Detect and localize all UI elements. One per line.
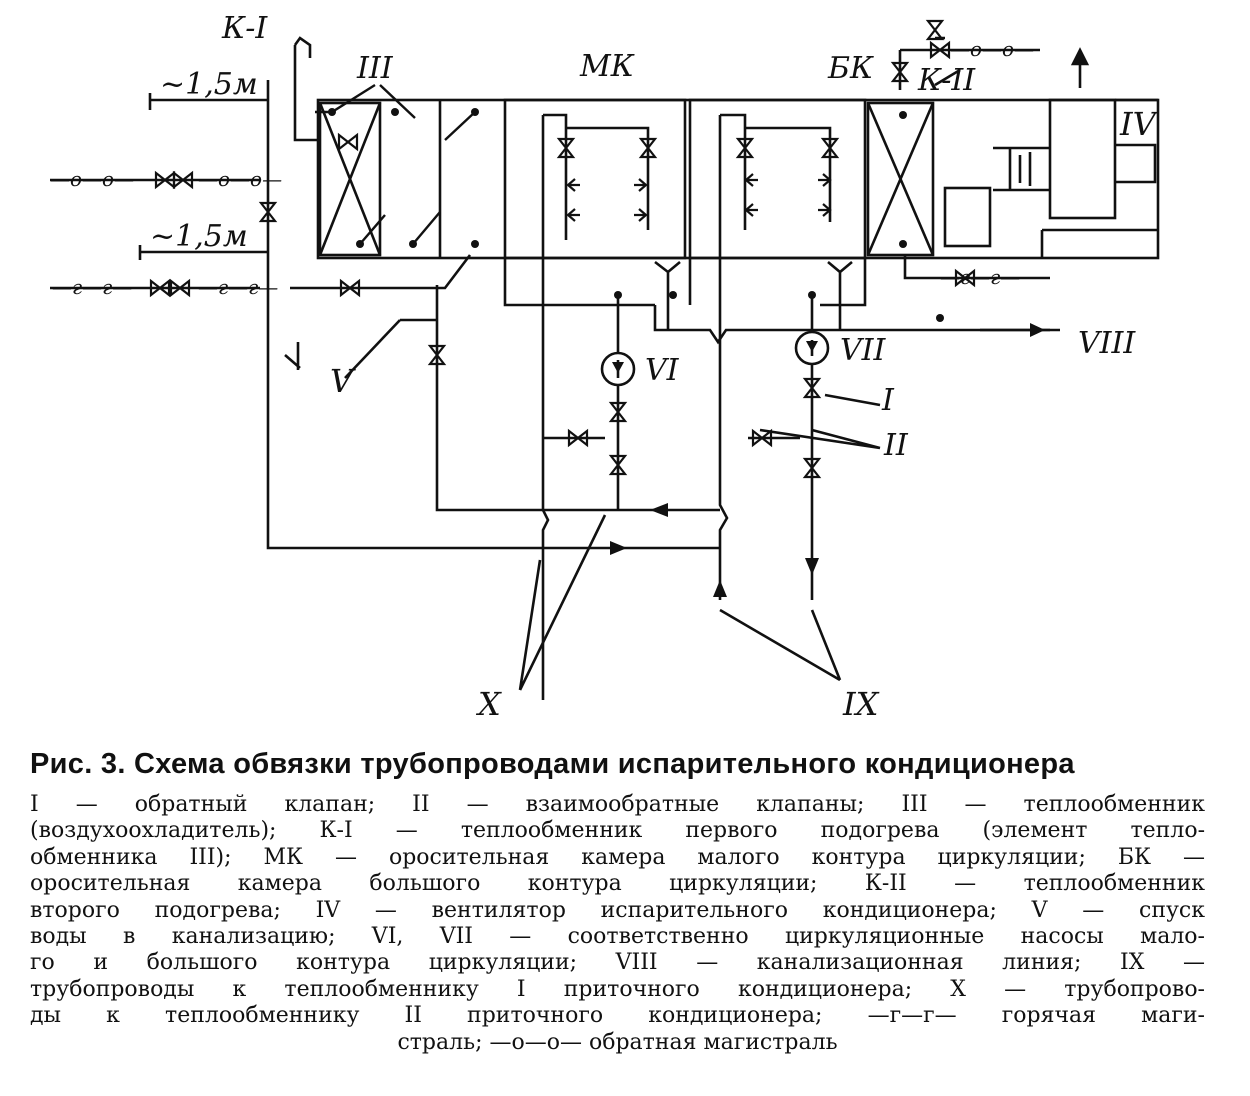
label-i: I	[881, 383, 895, 418]
caption-line: обменника III); МК — оросительная камера…	[30, 844, 1205, 870]
label-k2: К-II	[917, 63, 976, 98]
label-v: V	[330, 362, 356, 400]
return-line-label: —о—о—	[50, 167, 134, 191]
fan-iv	[993, 47, 1158, 258]
label-x: X	[475, 685, 502, 723]
filter-box	[943, 186, 992, 248]
label-mk: МК	[579, 49, 635, 84]
caption-line: оросительная камера большого контура цир…	[30, 871, 1205, 897]
chamber-mk	[503, 98, 687, 260]
caption-line: второго подогрева; IV — вентилятор испар…	[30, 897, 1205, 923]
label-ix: IX	[842, 685, 880, 723]
figure-caption-body: I — обратный клапан; II — взаимообратные…	[30, 792, 1205, 1056]
hot-line-label-3: —г—г—	[940, 265, 1020, 289]
label-k1: К-I	[221, 11, 268, 46]
pump-vi	[600, 351, 636, 387]
label-vi: VI	[645, 353, 680, 388]
piping-schematic: —о—о— —о—о— —г—г— —г—г— —о—о— —г—г— К-I …	[50, 11, 1160, 723]
hot-line-label-2: —г—г—	[198, 275, 278, 299]
hot-line-label: —г—г—	[52, 275, 132, 299]
figure-caption-title: Рис. 3. Схема обвязки трубопроводами исп…	[30, 748, 1075, 780]
caption-line: (воздухоохладитель); К-I — теплообменник…	[30, 818, 1205, 844]
caption-line: I — обратный клапан; II — взаимообратные…	[30, 792, 1205, 817]
pump-vii	[794, 330, 830, 366]
label-dist-bottom: ~1,5м	[150, 219, 248, 254]
label-viii: VIII	[1078, 326, 1136, 361]
label-bk: БК	[827, 51, 874, 86]
conditioner-housing	[316, 98, 1160, 260]
label-ii: II	[883, 428, 909, 463]
label-iv: IV	[1119, 105, 1159, 143]
caption-line: го и большого контура циркуляции; VIII —…	[30, 950, 1205, 976]
caption-line: воды в канализацию; VI, VII — соответств…	[30, 924, 1205, 950]
caption-line: трубопроводы к теплообменнику I приточно…	[30, 976, 1205, 1002]
label-dist-top: ~1,5м	[160, 67, 258, 102]
return-line-label-3: —о—о—	[950, 37, 1034, 61]
return-line-label-2: —о—о—	[198, 167, 282, 191]
caption-line: страль; —о—о— обратная магистраль	[397, 1029, 838, 1055]
label-iii: III	[356, 51, 394, 86]
heat-exchanger-iii	[318, 100, 442, 258]
chamber-bk	[688, 98, 867, 260]
caption-line: ды к теплообменнику II приточного кондиц…	[30, 1003, 1205, 1029]
heat-exchanger-k2	[866, 101, 935, 257]
label-vii: VII	[840, 333, 887, 368]
